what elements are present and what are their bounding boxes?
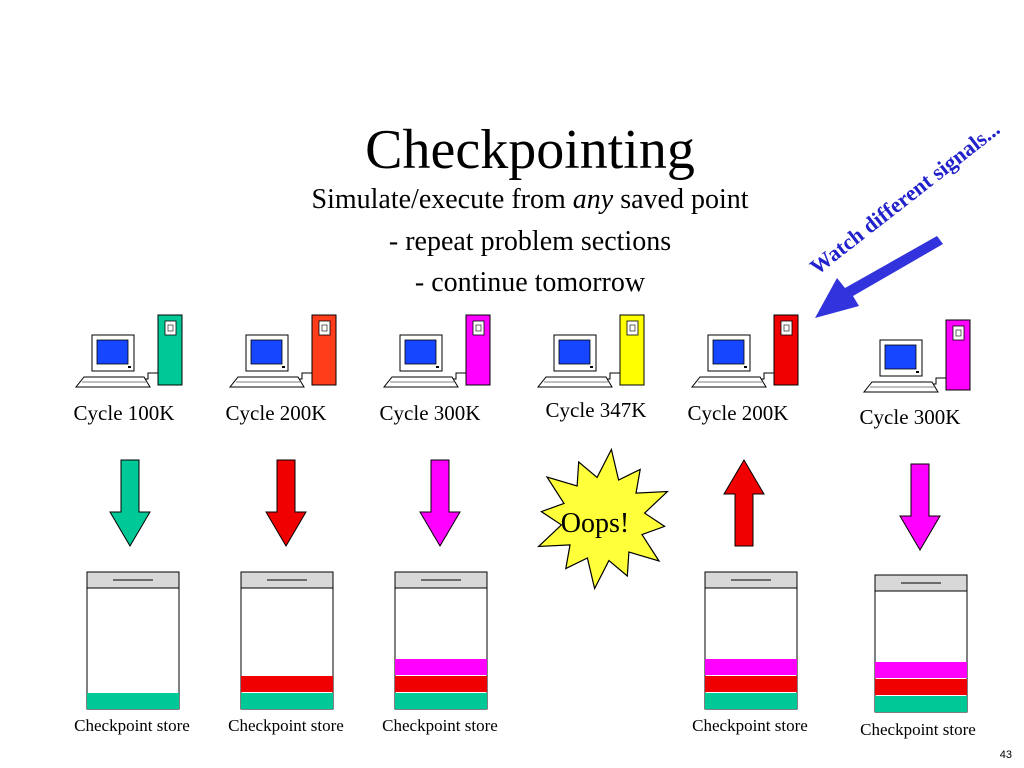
computer-icon	[862, 319, 971, 393]
page-number: 43	[999, 749, 1012, 761]
checkpoint-store-label: Checkpoint store	[228, 716, 344, 735]
cycle-label: Cycle 300K	[859, 405, 961, 429]
checkpoint-store-label: Checkpoint store	[382, 716, 498, 735]
computer-icon	[536, 314, 645, 388]
subtitle-line-1: Simulate/execute from any saved point	[0, 184, 1024, 216]
checkpoint-store-icon	[874, 574, 968, 713]
subtitle-line-3: - continue tomorrow	[414, 267, 646, 298]
cycle-label: Cycle 200K	[687, 401, 789, 425]
checkpoint-store-icon	[86, 571, 180, 710]
computer-icon	[228, 314, 337, 388]
slide-title: Checkpointing	[365, 119, 695, 181]
computer-icon	[690, 314, 799, 388]
starburst-icon	[537, 447, 669, 591]
oops-label: Oops!	[560, 508, 630, 539]
computer-icon	[382, 314, 491, 388]
arrow-down-icon	[265, 459, 307, 547]
arrow-up-icon	[723, 459, 765, 547]
checkpoint-store-icon	[240, 571, 334, 710]
arrow-down-icon	[899, 463, 941, 551]
computer-icon	[74, 314, 183, 388]
checkpoint-store-icon	[704, 571, 798, 710]
cycle-label: Cycle 100K	[73, 401, 175, 425]
checkpoint-store-label: Checkpoint store	[74, 716, 190, 735]
subtitle-line-2: - repeat problem sections	[388, 226, 672, 257]
subtitle-emphasis: any	[572, 184, 614, 215]
checkpoint-store-label: Checkpoint store	[692, 716, 808, 735]
arrow-down-icon	[419, 459, 461, 547]
subtitle-line-1-end: saved point	[613, 184, 749, 215]
cycle-label: Cycle 347K	[545, 398, 647, 422]
cycle-label: Cycle 300K	[379, 401, 481, 425]
arrow-down-icon	[109, 459, 151, 547]
annotation-arrow-icon	[815, 236, 943, 318]
cycle-label: Cycle 200K	[225, 401, 327, 425]
checkpoint-store-label: Checkpoint store	[860, 720, 976, 739]
checkpoint-store-icon	[394, 571, 488, 710]
subtitle-line-1-start: Simulate/execute from	[311, 184, 573, 215]
